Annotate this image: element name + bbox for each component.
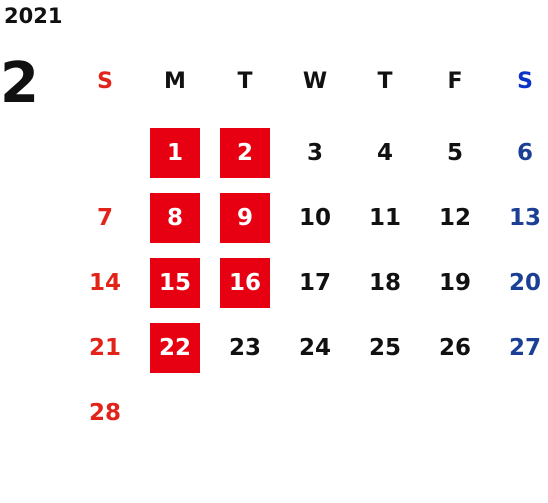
calendar-day-17: 17 xyxy=(280,250,350,315)
calendar-day-empty xyxy=(420,380,490,445)
day-number xyxy=(500,388,548,438)
day-number: 17 xyxy=(298,269,331,296)
calendar-day-6: 6 xyxy=(490,120,548,185)
calendar-day-13: 13 xyxy=(490,185,548,250)
calendar-day-7: 7 xyxy=(70,185,140,250)
day-number: 3 xyxy=(306,139,323,166)
calendar-month: 2 xyxy=(0,51,39,116)
calendar-day-26: 26 xyxy=(420,315,490,380)
weekday-header-sun: S xyxy=(97,68,113,94)
calendar-day-28: 28 xyxy=(70,380,140,445)
day-number: 1 xyxy=(150,127,200,178)
day-number: 15 xyxy=(150,257,200,308)
day-number: 23 xyxy=(228,334,261,361)
calendar-day-22: 22 xyxy=(140,315,210,380)
day-number: 18 xyxy=(368,269,401,296)
day-number: 19 xyxy=(438,269,471,296)
calendar-day-1: 1 xyxy=(140,120,210,185)
day-number: 9 xyxy=(220,192,270,243)
day-number: 14 xyxy=(88,269,121,296)
weekday-header-thu: T xyxy=(377,68,393,94)
day-number: 6 xyxy=(516,139,533,166)
calendar-day-21: 21 xyxy=(70,315,140,380)
calendar-day-19: 19 xyxy=(420,250,490,315)
calendar-day-empty xyxy=(280,380,350,445)
calendar-day-11: 11 xyxy=(350,185,420,250)
day-number: 26 xyxy=(438,334,471,361)
day-number: 16 xyxy=(220,257,270,308)
calendar-day-empty xyxy=(350,380,420,445)
day-number: 11 xyxy=(368,204,401,231)
calendar-day-14: 14 xyxy=(70,250,140,315)
day-number: 2 xyxy=(220,127,270,178)
calendar-day-10: 10 xyxy=(280,185,350,250)
calendar-day-empty xyxy=(490,380,548,445)
calendar-day-27: 27 xyxy=(490,315,548,380)
day-number: 21 xyxy=(88,334,121,361)
day-number: 4 xyxy=(376,139,393,166)
calendar-day-25: 25 xyxy=(350,315,420,380)
day-number: 25 xyxy=(368,334,401,361)
calendar-day-4: 4 xyxy=(350,120,420,185)
day-number xyxy=(80,128,130,178)
calendar-day-18: 18 xyxy=(350,250,420,315)
weekday-header-wed: W xyxy=(302,68,328,94)
day-number: 7 xyxy=(96,204,113,231)
calendar-day-empty xyxy=(70,120,140,185)
calendar-day-8: 8 xyxy=(140,185,210,250)
weekday-header-tue: T xyxy=(237,68,253,94)
weekday-header-fri: F xyxy=(447,68,463,94)
calendar-day-23: 23 xyxy=(210,315,280,380)
day-number: 20 xyxy=(508,269,541,296)
day-number: 27 xyxy=(508,334,541,361)
calendar-day-15: 15 xyxy=(140,250,210,315)
calendar-day-16: 16 xyxy=(210,250,280,315)
day-number xyxy=(360,388,410,438)
day-number: 13 xyxy=(508,204,541,231)
day-number xyxy=(220,388,270,438)
calendar-day-20: 20 xyxy=(490,250,548,315)
calendar-day-empty xyxy=(210,380,280,445)
weekday-header-sat: S xyxy=(517,68,533,94)
day-number xyxy=(290,388,340,438)
calendar-day-2: 2 xyxy=(210,120,280,185)
day-number xyxy=(430,388,480,438)
day-number xyxy=(150,388,200,438)
calendar-day-5: 5 xyxy=(420,120,490,185)
calendar-day-9: 9 xyxy=(210,185,280,250)
day-number: 5 xyxy=(446,139,463,166)
day-number: 12 xyxy=(438,204,471,231)
day-number: 24 xyxy=(298,334,331,361)
calendar-day-empty xyxy=(140,380,210,445)
day-number: 8 xyxy=(150,192,200,243)
calendar-day-3: 3 xyxy=(280,120,350,185)
calendar-day-12: 12 xyxy=(420,185,490,250)
weekday-header-mon: M xyxy=(164,68,186,94)
calendar-day-24: 24 xyxy=(280,315,350,380)
calendar-year: 2021 xyxy=(4,4,63,28)
day-number: 22 xyxy=(150,322,200,373)
day-number: 28 xyxy=(88,399,121,426)
day-number: 10 xyxy=(298,204,331,231)
